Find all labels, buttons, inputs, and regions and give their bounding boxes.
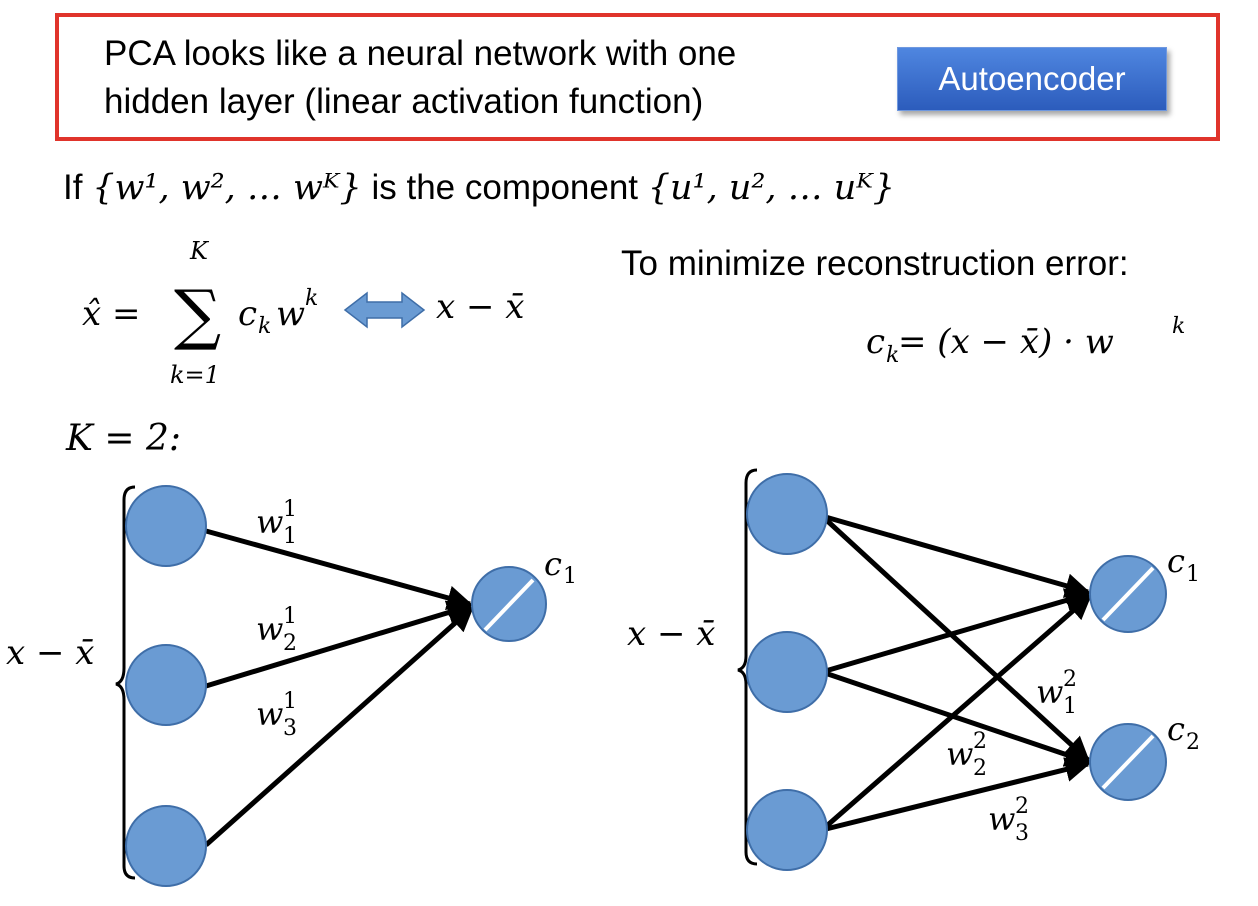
sum-symbol: ∑ [174, 276, 221, 353]
title-line-1: PCA looks like a neural network with one [104, 34, 737, 73]
component-statement: If {w¹, w², … wᴷ} is the component {u¹, … [63, 168, 895, 208]
statement-prefix: If [63, 168, 93, 207]
right-output-2-sub: 2 [1186, 730, 1200, 755]
autoencoder-label: Autoencoder [938, 60, 1126, 97]
left-edge-2 [205, 600, 473, 689]
left-output-sub: 1 [563, 564, 577, 589]
min-rhs-sup: k [1172, 314, 1185, 339]
title-line-2: hidden layer (linear activation function… [104, 82, 704, 121]
left-network: x − x̄ c 1 w 1 1 w 2 1 w 3 1 [6, 485, 577, 887]
sum-term-w: w [276, 294, 305, 334]
xhat-equals: x̂ = [82, 294, 140, 334]
left-edge-2-label: w [256, 610, 283, 648]
right-edge-2-sup: 2 [973, 729, 987, 754]
left-input-node [125, 644, 207, 726]
right-output-2-label: c [1167, 710, 1185, 748]
right-edge-1-sup: 2 [1063, 667, 1077, 692]
right-input-node [746, 631, 828, 713]
left-input-node [125, 485, 207, 567]
right-edge [820, 514, 1090, 762]
linear-activation-icon [483, 578, 535, 632]
min-lhs-sub: k [886, 343, 899, 368]
slide-title: PCA looks like a neural network with one… [104, 30, 736, 126]
left-edge-3-sub: 3 [283, 716, 297, 741]
min-lhs-c: c [866, 322, 885, 362]
sum-lower-limit: k=1 [170, 361, 220, 389]
statement-middle: is the component [361, 168, 648, 207]
sum-term-sub: k [258, 314, 271, 339]
u-set: {u¹, u², … uᴷ} [647, 168, 896, 208]
left-edge-3-label: w [256, 695, 283, 733]
left-input-node [125, 805, 207, 887]
title-frame [55, 13, 1220, 141]
minimize-formula: c k = (x − x̄) · w k [866, 314, 1185, 368]
left-output-label: c [544, 545, 562, 583]
right-input-node [746, 789, 828, 871]
right-edge-1-sub: 1 [1063, 694, 1077, 719]
autoencoder-button[interactable]: Autoencoder [897, 47, 1167, 111]
right-edge [821, 588, 1091, 675]
reconstruction-formula: x̂ = K ∑ k=1 c k w k x − x̄ [82, 237, 524, 389]
left-edge-3 [204, 606, 474, 847]
sum-term-sup: k [305, 286, 318, 311]
left-edge-2-sup: 1 [283, 604, 297, 629]
left-edge-1-sup: 1 [283, 497, 297, 522]
double-arrow-icon [343, 291, 426, 329]
right-edge [821, 513, 1091, 598]
left-input-label: x − x̄ [6, 633, 94, 673]
right-edge-1-label: w [1036, 673, 1063, 711]
right-input-label: x − x̄ [627, 614, 715, 654]
left-edge-1-sub: 1 [283, 524, 297, 549]
right-edge [820, 594, 1092, 832]
right-edge [821, 757, 1091, 833]
left-edge-1 [205, 528, 473, 611]
left-edge-3-sup: 1 [283, 689, 297, 714]
right-edge-2-label: w [946, 735, 973, 773]
w-set: {w¹, w², … wᴷ} [92, 168, 362, 208]
linear-activation-icon [1101, 734, 1155, 790]
right-network: x − x̄ c 1 c 2 w 1 2 w 2 2 w 3 2 [627, 468, 1200, 871]
formula-rhs: x − x̄ [436, 287, 524, 327]
right-input-node [746, 473, 828, 555]
sum-upper-limit: K [189, 237, 210, 265]
right-input-brace [737, 468, 758, 866]
right-output-1-label: c [1167, 542, 1185, 580]
right-edge-2-sub: 2 [973, 756, 987, 781]
minimize-label: To minimize reconstruction error: [621, 244, 1129, 283]
right-edge-3-sub: 3 [1015, 821, 1029, 846]
right-output-1-sub: 1 [1186, 562, 1200, 587]
left-input-brace [115, 485, 136, 880]
min-rhs: = (x − x̄) · w [898, 322, 1114, 362]
k-value-label: K = 2: [65, 418, 181, 459]
left-edge-2-sub: 2 [283, 631, 297, 656]
right-edge-3-sup: 2 [1015, 794, 1029, 819]
sum-term-c: c [238, 294, 257, 334]
right-edge-3-label: w [988, 800, 1015, 838]
left-edge-1-label: w [256, 503, 283, 541]
linear-activation-icon [1101, 566, 1155, 622]
